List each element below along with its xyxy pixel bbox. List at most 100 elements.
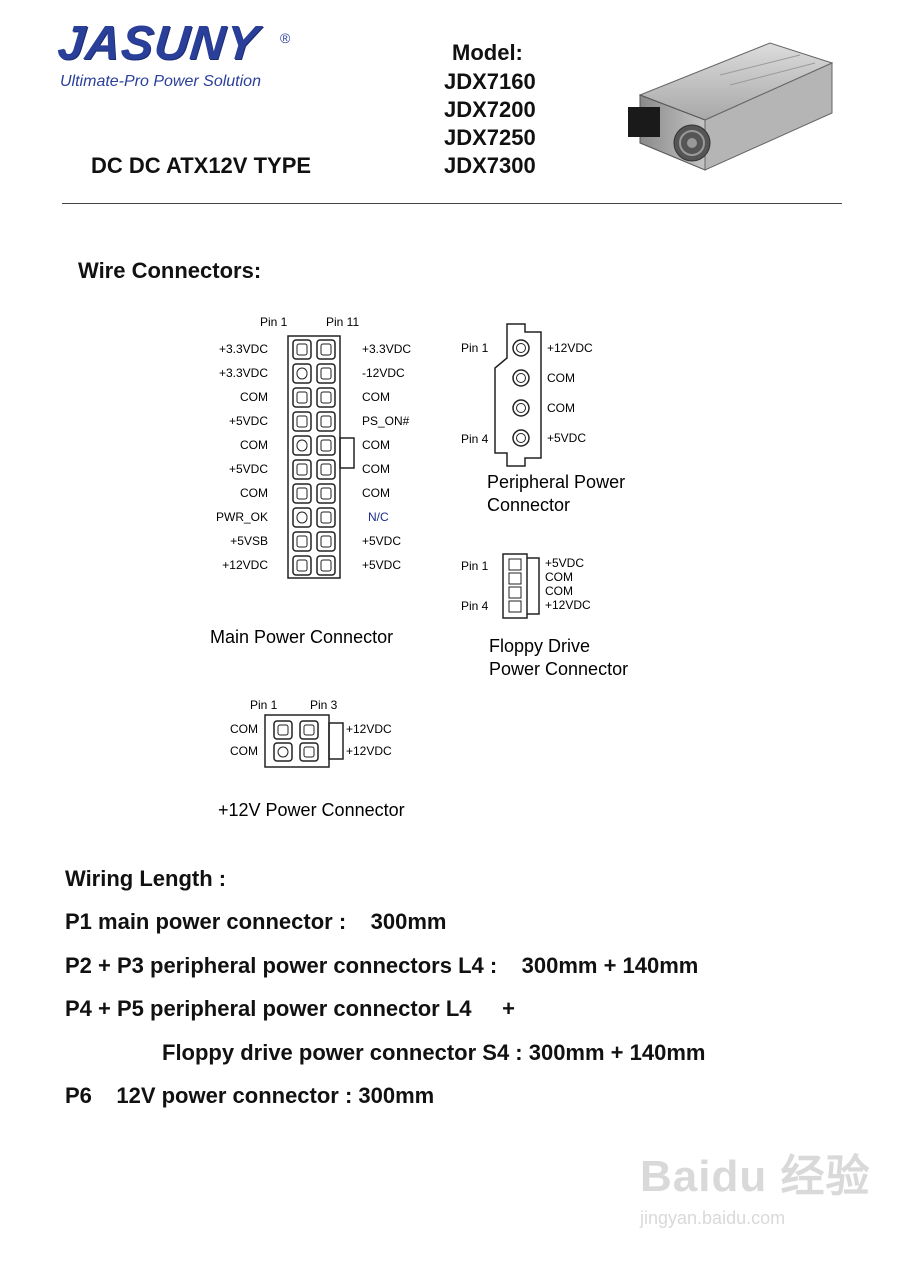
floppy-housing xyxy=(502,553,528,619)
pin-square-inner xyxy=(296,463,308,476)
model-label: Model: xyxy=(452,40,523,65)
pin-square-inner xyxy=(296,487,308,500)
pin-square xyxy=(316,507,336,528)
pin-label: +12VDC xyxy=(346,744,392,758)
pin-square-inner xyxy=(296,343,308,356)
pin-label: COM xyxy=(362,486,390,500)
pin-label: +12VDC xyxy=(545,598,591,612)
pin-square-inner xyxy=(320,463,332,476)
pin-label: +5VSB xyxy=(230,534,268,548)
connector-housing xyxy=(287,335,341,579)
model-item: JDX7160 xyxy=(444,69,536,94)
floppy-caption-line1: Floppy Drive xyxy=(489,636,590,656)
model-item: JDX7300 xyxy=(444,153,536,178)
pin-square xyxy=(316,435,336,456)
pin-label: COM xyxy=(362,462,390,476)
pin-label: +5VDC xyxy=(362,558,401,572)
pin-circle-inner xyxy=(516,373,526,383)
floppy-pins xyxy=(508,558,522,613)
pin-square xyxy=(292,459,312,480)
peripheral-pins xyxy=(512,339,530,447)
watermark-sub: jingyan.baidu.com xyxy=(640,1208,786,1228)
wiring-line: P6 12V power connector : 300mm xyxy=(65,1083,435,1108)
pin1-label: Pin 1 xyxy=(461,559,489,573)
wiring-line: Floppy drive power connector S4 : 300mm … xyxy=(162,1040,706,1065)
pin-label: +3.3VDC xyxy=(219,342,268,356)
floppy-caption-line2: Power Connector xyxy=(489,659,628,679)
pin-label: +3.3VDC xyxy=(362,342,411,356)
pin-circle xyxy=(512,339,530,357)
pin-square xyxy=(292,555,312,576)
brand-tagline: Ultimate-Pro Power Solution xyxy=(60,73,261,90)
pin-square-inner xyxy=(320,415,332,428)
peripheral-connector-diagram: Pin 1 Pin 4 +12VDC COM COM +5VDC Periphe… xyxy=(461,323,625,515)
pin-label: COM xyxy=(547,401,575,415)
pin-square-inner xyxy=(320,439,332,452)
pin-square-inner xyxy=(296,439,308,452)
pin-square xyxy=(316,483,336,504)
pin1-label: Pin 1 xyxy=(461,341,489,355)
pin-square xyxy=(508,586,522,599)
pin-label: +5VDC xyxy=(229,414,268,428)
pin-circle xyxy=(512,369,530,387)
pin-circle-inner xyxy=(516,433,526,443)
pin-square xyxy=(316,459,336,480)
pin-label: +12VDC xyxy=(222,558,268,572)
pin-square-inner xyxy=(277,724,289,736)
pin-label: COM xyxy=(547,371,575,385)
pin-label: +12VDC xyxy=(547,341,593,355)
pin1-label: Pin 1 xyxy=(250,698,278,712)
pin-square-inner xyxy=(320,535,332,548)
pin4-label: Pin 4 xyxy=(461,432,489,446)
pin-square xyxy=(292,507,312,528)
pin-square xyxy=(273,742,293,762)
wiring-line: P2 + P3 peripheral power connectors L4 :… xyxy=(65,953,699,978)
pin-circle-inner xyxy=(516,403,526,413)
peripheral-housing xyxy=(494,323,542,467)
model-item: JDX7200 xyxy=(444,97,536,122)
pin-square xyxy=(292,411,312,432)
pin-square-inner xyxy=(320,511,332,524)
pin-square-inner xyxy=(320,487,332,500)
main-connector-caption: Main Power Connector xyxy=(210,627,393,647)
connector-latch xyxy=(339,437,355,469)
pin-label: +5VDC xyxy=(545,556,584,570)
pin-square xyxy=(316,339,336,360)
pin-square-inner xyxy=(296,415,308,428)
pin-label: COM xyxy=(240,438,268,452)
pin-square-inner xyxy=(320,367,332,380)
pin-square-inner xyxy=(320,391,332,404)
pin-square xyxy=(316,363,336,384)
pin-square-inner xyxy=(303,746,315,758)
section-title: Wire Connectors: xyxy=(78,258,262,283)
pin-square xyxy=(292,387,312,408)
pin-label: PS_ON# xyxy=(362,414,410,428)
pin-square xyxy=(316,555,336,576)
pin-circle-inner xyxy=(516,343,526,353)
pin11-label: Pin 11 xyxy=(326,315,359,329)
baidu-watermark: Baidu 经验 jingyan.baidu.com xyxy=(640,1140,870,1229)
peripheral-caption-line1: Peripheral Power xyxy=(487,472,625,492)
pin-square xyxy=(292,483,312,504)
floppy-latch xyxy=(527,557,540,615)
pin-label: COM xyxy=(230,744,258,758)
pin1-label: Pin 1 xyxy=(260,315,288,329)
p12v-caption: +12V Power Connector xyxy=(218,800,405,820)
pin-label: COM xyxy=(230,722,258,736)
pin-label: COM xyxy=(240,390,268,404)
pin-label: COM xyxy=(362,390,390,404)
pin-square-inner xyxy=(320,559,332,572)
p12v-connector-diagram: Pin 1 Pin 3 COM COM +12VDC +12VDC +12V P… xyxy=(218,698,405,820)
main-power-connector-diagram: Pin 1 Pin 11 +3.3VDC +3.3VDC COM +5VDC C… xyxy=(210,315,411,647)
peripheral-caption-line2: Connector xyxy=(487,495,570,515)
pin-square xyxy=(292,363,312,384)
pin-square xyxy=(316,411,336,432)
p12v-pins xyxy=(273,720,319,762)
main-pin-grid xyxy=(292,339,336,576)
pin-square xyxy=(273,720,293,740)
pin-label: +3.3VDC xyxy=(219,366,268,380)
p12v-latch xyxy=(328,722,344,760)
wiring-line: P4 + P5 peripheral power connector L4 + xyxy=(65,996,515,1021)
pin-square-inner xyxy=(296,511,308,524)
pin-label: +5VDC xyxy=(362,534,401,548)
